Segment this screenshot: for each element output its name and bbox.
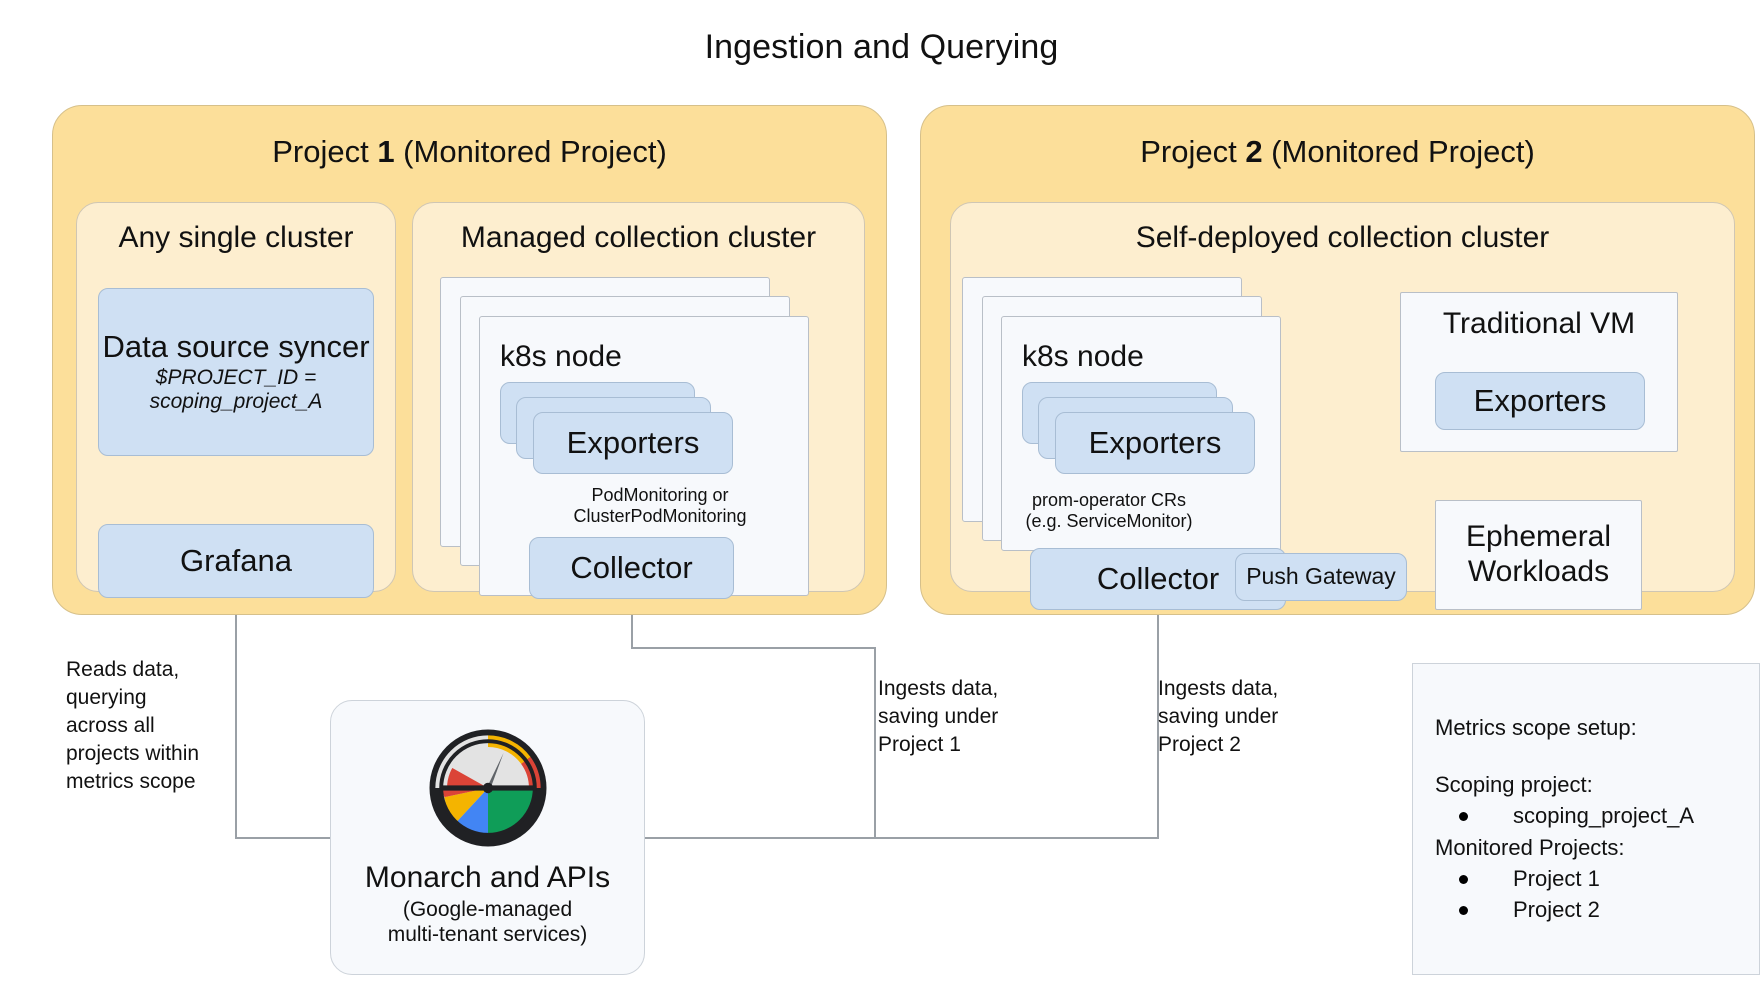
monarch-title: Monarch and APIs: [364, 861, 611, 894]
component-data-source-syncer[interactable]: Data source syncer $PROJECT_ID = scoping…: [98, 288, 374, 456]
cluster-managed-collection-title: Managed collection cluster: [460, 221, 817, 254]
collector-label-p2: Collector: [1096, 560, 1220, 596]
data-source-syncer-label: Data source syncer: [102, 328, 370, 364]
push-gateway-label: Push Gateway: [1246, 563, 1396, 590]
k8s-node-title-p1: k8s node: [500, 340, 622, 373]
monarch-subtitle: (Google-managed multi-tenant services): [387, 898, 588, 947]
k8s-node-title-p2: k8s node: [1022, 340, 1144, 373]
legend-metrics-scope: Metrics scope setup: Scoping project: sc…: [1412, 663, 1760, 975]
traditional-vm-title: Traditional VM: [1442, 307, 1636, 340]
legend-scoping-label: Scoping project:: [1435, 772, 1593, 798]
note-ingest-project-2: Ingests data, saving under Project 2: [1158, 677, 1279, 756]
gauge-icon: [429, 729, 546, 847]
component-exporters-p2[interactable]: Exporters: [1055, 412, 1255, 474]
component-exporters-p1[interactable]: Exporters: [533, 412, 733, 474]
grafana-label: Grafana: [179, 542, 292, 578]
edge-note-prom-operator: prom-operator CRs (e.g. ServiceMonitor): [1025, 490, 1193, 532]
cluster-self-deployed-title: Self-deployed collection cluster: [1135, 221, 1550, 254]
component-push-gateway[interactable]: Push Gateway: [1235, 553, 1407, 601]
list-item: Project 1: [1459, 863, 1759, 894]
project-2-title: Project 2 (Monitored Project): [1140, 134, 1535, 169]
exporters-label-p2: Exporters: [1088, 424, 1222, 460]
legend-monitored-list: Project 1 Project 2: [1435, 863, 1759, 925]
box-ephemeral-workloads: Ephemeral Workloads: [1435, 500, 1642, 610]
note-ingest-project-1: Ingests data, saving under Project 1: [878, 677, 999, 756]
node-monarch-and-apis[interactable]: Monarch and APIs (Google-managed multi-t…: [330, 700, 645, 975]
data-source-syncer-value: scoping_project_A: [149, 390, 323, 414]
component-collector-p1[interactable]: Collector: [529, 537, 734, 599]
component-grafana[interactable]: Grafana: [98, 524, 374, 598]
project-1-title: Project 1 (Monitored Project): [272, 134, 667, 169]
note-reads-data: Reads data, querying across all projects…: [66, 658, 200, 793]
exporters-vm-label: Exporters: [1473, 382, 1607, 418]
legend-monitored-label: Monitored Projects:: [1435, 834, 1625, 860]
list-item: scoping_project_A: [1459, 800, 1759, 831]
edge-note-podmonitoring: PodMonitoring or ClusterPodMonitoring: [573, 485, 747, 527]
legend-scoping-list: scoping_project_A: [1435, 800, 1759, 831]
collector-label-p1: Collector: [570, 549, 693, 585]
cluster-any-single-cluster-title: Any single cluster: [118, 221, 354, 254]
list-item: Project 2: [1459, 894, 1759, 925]
data-source-syncer-var: $PROJECT_ID =: [155, 366, 317, 390]
legend-heading: Metrics scope setup:: [1435, 715, 1637, 740]
wire-collector1-to-monarch: [631, 600, 876, 839]
component-exporters-vm[interactable]: Exporters: [1435, 372, 1645, 430]
page-title: Ingestion and Querying: [704, 28, 1059, 66]
ephemeral-workloads-label: Ephemeral Workloads: [1465, 520, 1612, 588]
exporters-label-p1: Exporters: [566, 424, 700, 460]
